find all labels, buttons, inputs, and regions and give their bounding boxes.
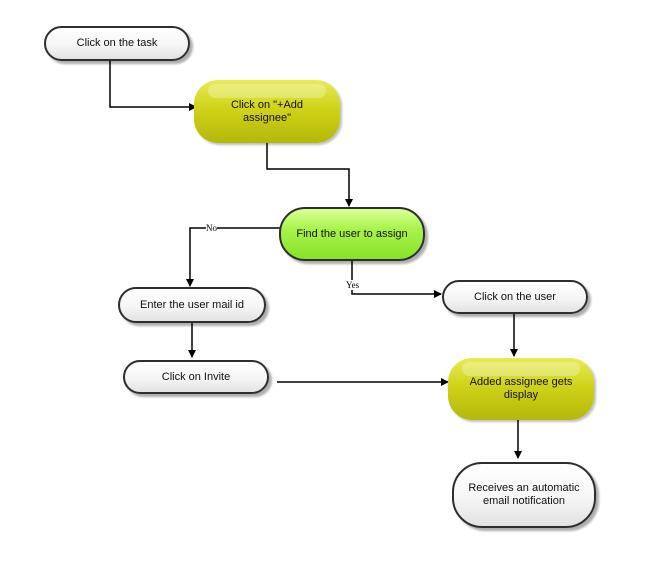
node-find-user-label: Find the user to assign <box>296 227 408 240</box>
node-click-invite-label: Click on Invite <box>161 370 231 383</box>
node-added-assignee: Added assignee gets display <box>448 358 594 420</box>
edge-no-to-enter-mail <box>186 227 280 287</box>
edge-add-assignee-to-find-user <box>266 142 353 207</box>
node-enter-mail-label: Enter the user mail id <box>140 298 244 311</box>
node-click-user: Click on the user <box>442 280 588 314</box>
edge-task-to-add-assignee <box>109 60 197 111</box>
node-click-invite: Click on Invite <box>123 360 269 394</box>
node-find-user-decision: Find the user to assign <box>279 207 425 261</box>
node-add-assignee-label: Click on "+Add assignee" <box>230 98 304 124</box>
node-email-notification-label: Receives an automatic email notification <box>468 482 580 507</box>
edge-yes-to-click-user <box>351 261 442 298</box>
edge-label-yes: Yes <box>346 280 360 290</box>
node-click-on-task: Click on the task <box>44 26 190 61</box>
node-added-assignee-label: Added assignee gets display <box>469 376 573 401</box>
node-enter-mail: Enter the user mail id <box>118 287 266 323</box>
node-add-assignee: Click on "+Add assignee" <box>194 80 340 143</box>
node-click-user-label: Click on the user <box>474 290 556 303</box>
edge-label-no: No <box>206 223 217 233</box>
node-email-notification: Receives an automatic email notification <box>452 462 596 528</box>
node-click-on-task-label: Click on the task <box>76 37 158 49</box>
